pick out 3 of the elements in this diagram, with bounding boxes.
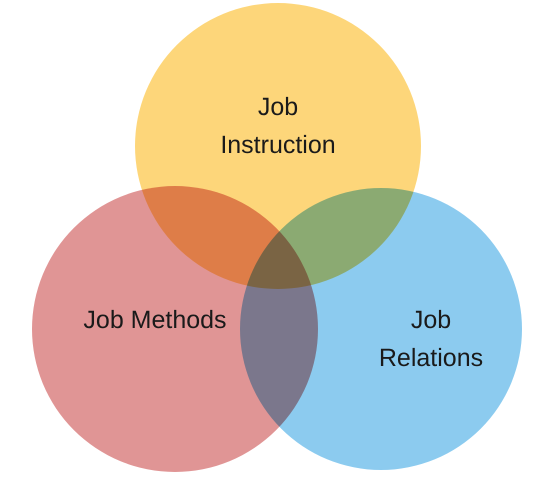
circle-label: Job Instruction	[219, 92, 337, 161]
circle-label: Job Relations	[378, 305, 484, 374]
circle-label: Job Methods	[82, 305, 228, 336]
